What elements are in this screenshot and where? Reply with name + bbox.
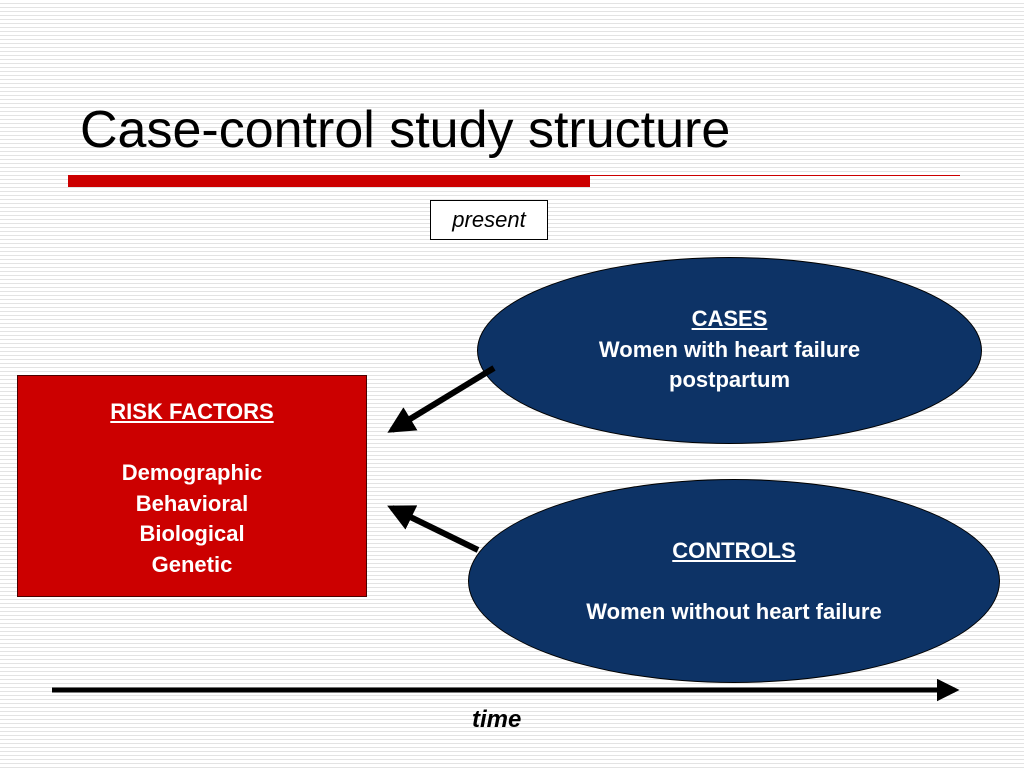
- controls-heading: CONTROLS: [672, 538, 796, 563]
- cases-to-risk-arrow: [387, 365, 496, 433]
- slide-title: Case-control study structure: [80, 101, 731, 159]
- title-underline-thin: [590, 175, 960, 176]
- controls-to-risk-arrow: [387, 505, 480, 553]
- controls-ellipse: CONTROLS Women without heart failure: [468, 479, 1000, 683]
- cases-description-line: postpartum: [669, 367, 790, 392]
- risk-factor-item: Biological: [139, 521, 245, 546]
- cases-heading: CASES: [691, 306, 768, 331]
- risk-factor-item: Demographic: [121, 460, 263, 485]
- present-label: present: [452, 207, 526, 232]
- present-label-box: present: [430, 200, 548, 240]
- cases-description-line: Women with heart failure: [598, 336, 861, 362]
- controls-description-line: Women without heart failure: [586, 599, 882, 624]
- risk-factors-heading: RISK FACTORS: [110, 399, 274, 424]
- cases-ellipse: CASES Women with heart failure postpartu…: [477, 257, 982, 444]
- risk-factors-box: RISK FACTORS Demographic Behavioral Biol…: [17, 375, 367, 597]
- title-underline-thick: [68, 175, 590, 187]
- time-label: time: [472, 706, 522, 733]
- risk-factor-item: Behavioral: [135, 490, 249, 516]
- risk-factor-item: Genetic: [151, 551, 233, 577]
